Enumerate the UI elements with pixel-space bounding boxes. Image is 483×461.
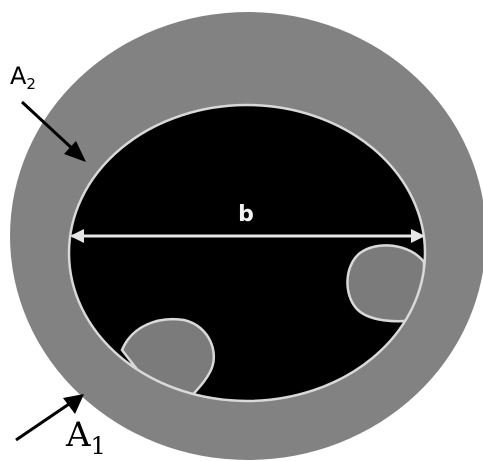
inner-area-subscript: 1: [91, 432, 106, 460]
outer-area-letter: A: [10, 62, 27, 90]
inner-area-letter: A: [65, 415, 91, 455]
outer-area-subscript: 2: [26, 75, 36, 93]
diameter-label: b: [238, 202, 254, 227]
